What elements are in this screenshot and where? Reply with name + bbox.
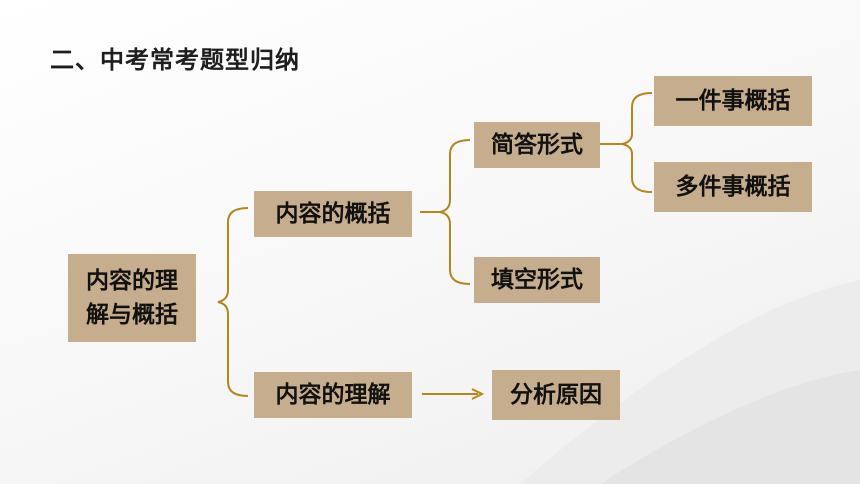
node-multi-things: 多件事概括 <box>654 162 812 212</box>
node-summary: 内容的概括 <box>254 191 412 237</box>
node-root-line2: 解与概括 <box>86 302 178 328</box>
node-analyze-reason: 分析原因 <box>492 370 620 420</box>
node-root: 内容的理 解与概括 <box>68 254 196 342</box>
arrow-head <box>471 388 485 400</box>
root-bracket <box>217 207 249 397</box>
page-title: 二、中考常考题型归纳 <box>50 46 300 74</box>
summary-bracket <box>439 139 471 285</box>
node-short-answer: 简答形式 <box>474 122 600 168</box>
node-fill-blank: 填空形式 <box>474 257 600 303</box>
node-understanding: 内容的理解 <box>254 372 412 418</box>
short-answer-bracket <box>621 92 653 193</box>
node-root-line1: 内容的理 <box>86 268 178 294</box>
node-one-thing: 一件事概括 <box>654 76 812 126</box>
